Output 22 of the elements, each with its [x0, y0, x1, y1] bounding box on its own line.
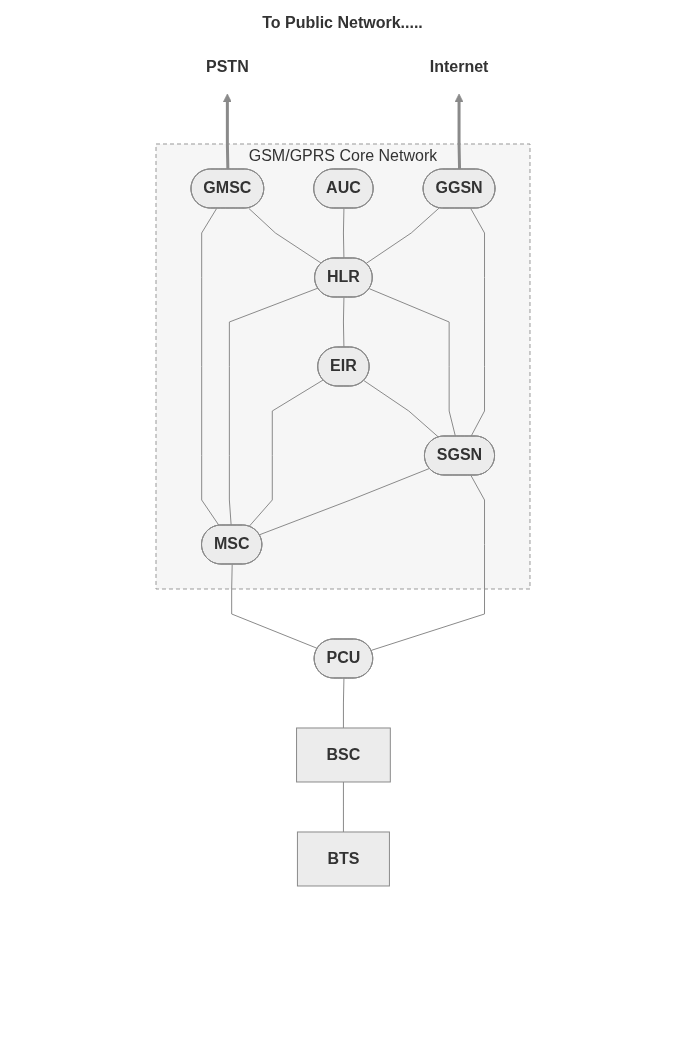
connector	[230, 564, 318, 650]
node-text: Internet	[429, 58, 488, 75]
connector	[342, 297, 344, 348]
connector	[248, 379, 324, 527]
connector	[342, 208, 344, 259]
connector	[370, 475, 485, 651]
arrow	[454, 93, 463, 170]
connector	[228, 287, 318, 526]
node-box: BSC	[295, 727, 391, 783]
arrow	[222, 93, 232, 170]
connector	[365, 207, 440, 264]
node-box: BTS	[296, 831, 390, 887]
connector	[363, 380, 439, 438]
connector	[258, 467, 430, 536]
connector	[200, 208, 220, 527]
connector	[247, 207, 322, 264]
connector	[342, 678, 344, 729]
node-text: PSTN	[205, 58, 249, 75]
connector	[368, 288, 456, 437]
connector	[342, 781, 344, 833]
diagram-title: To Public Network.....	[262, 14, 423, 32]
connector	[469, 208, 485, 437]
